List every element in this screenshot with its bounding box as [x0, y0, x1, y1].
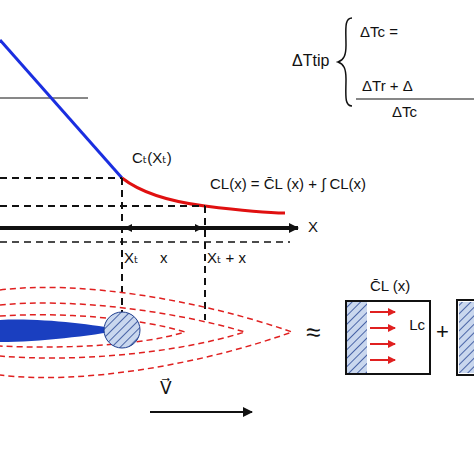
tick-label: Xₜ	[124, 250, 138, 267]
box-heading: C̄L (x)	[370, 277, 410, 294]
equation: ΔTc =	[360, 24, 398, 41]
box-label: Lc	[407, 316, 427, 333]
plus-sign: +	[436, 320, 449, 344]
tick-label: Xₜ + x	[207, 250, 246, 267]
term-label: ΔTtip	[292, 52, 329, 70]
denominator: ΔTc	[392, 104, 417, 121]
point-label: Cₜ(Xₜ)	[132, 150, 172, 167]
velocity-label: V⃗	[160, 380, 172, 399]
load-box: C̄L (x)Lc	[345, 300, 431, 375]
span-label: x	[160, 250, 168, 267]
equation: CL(x) = C̄L (x) + ∫ CL(x)	[210, 176, 366, 193]
axis-label: X	[308, 219, 318, 236]
numerator: ΔTr + Δ	[362, 78, 413, 95]
approx-sign: ≈	[306, 318, 320, 347]
